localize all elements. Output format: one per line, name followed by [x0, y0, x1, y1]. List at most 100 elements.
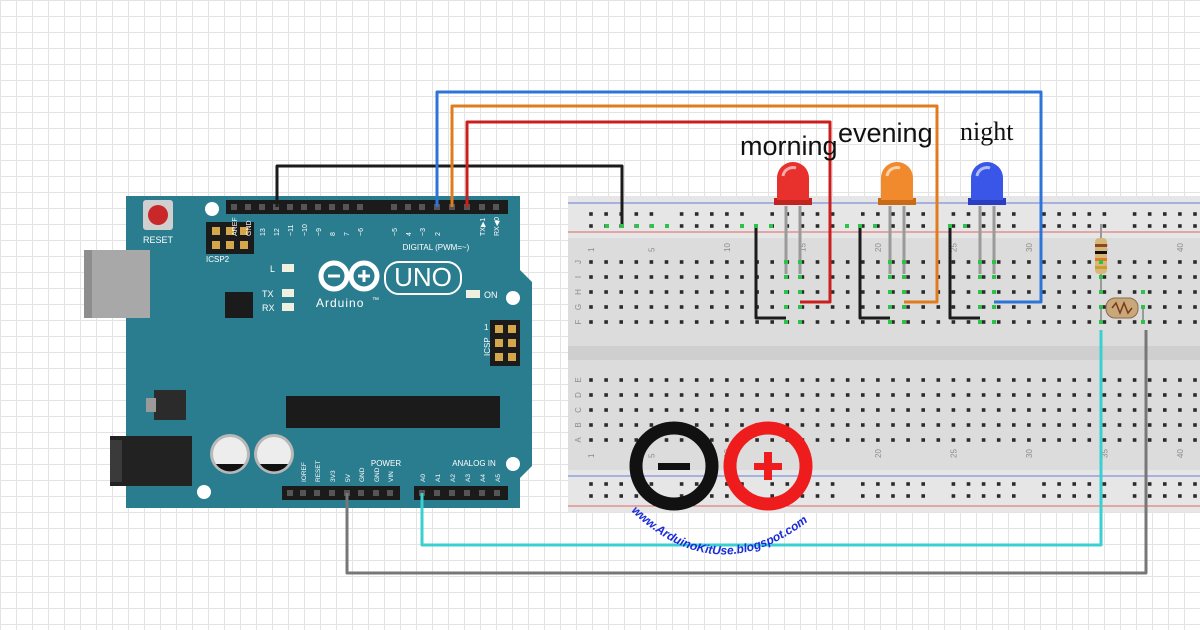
wire-a0-cyan: [420, 330, 1103, 547]
breadboard-hole: [1057, 393, 1061, 397]
breadboard-hole: [634, 305, 639, 309]
breadboard-hole: [951, 408, 956, 412]
power-pin: [314, 490, 320, 496]
active-hole: [978, 305, 982, 309]
mount-hole-2: [506, 291, 520, 305]
row-letter: G: [574, 304, 583, 310]
analog-pin: [464, 490, 470, 496]
active-hole: [798, 305, 802, 309]
active-hole: [1099, 305, 1103, 309]
digital-pin-label: AREF: [232, 217, 239, 236]
breadboard-hole: [679, 305, 684, 309]
rail-hole: [1193, 494, 1197, 498]
breadboard-hole: [1042, 438, 1046, 442]
rail-hole: [1147, 224, 1152, 228]
rail-hole: [1087, 224, 1092, 228]
column-number: 5: [647, 247, 656, 252]
led-rx: [282, 303, 294, 311]
breadboard-hole: [876, 423, 880, 427]
breadboard-hole: [906, 378, 910, 382]
breadboard-hole: [1117, 408, 1122, 412]
breadboard-hole: [1057, 408, 1061, 412]
breadboard-hole: [755, 438, 759, 442]
active-hole: [784, 290, 788, 294]
power-pin-label: 5V: [345, 473, 352, 482]
breadboard-hole: [815, 423, 820, 427]
breadboard-hole: [921, 438, 925, 442]
rail-hole: [725, 224, 729, 228]
breadboard-hole: [815, 408, 820, 412]
breadboard-hole: [951, 320, 956, 324]
active-hole: [888, 290, 892, 294]
breadboard-hole: [1163, 408, 1167, 412]
rail-hole: [604, 482, 608, 486]
digital-pin: [329, 204, 335, 210]
rail-hole: [1163, 212, 1167, 216]
plus-ring: [723, 421, 813, 511]
label-evening: evening: [838, 118, 933, 148]
rail-hole: [891, 482, 895, 486]
breadboard-hole: [1193, 438, 1197, 442]
breadboard-hole: [861, 408, 865, 412]
breadboard-hole: [1178, 275, 1182, 279]
breadboard-hole: [845, 423, 850, 427]
breadboard-hole: [876, 260, 880, 264]
digital-pin-label: 12: [274, 228, 281, 236]
active-holes: [605, 224, 1145, 324]
breadboard-hole: [1027, 305, 1031, 309]
digital-pin-label: ~9: [316, 228, 323, 236]
rail-hole: [589, 212, 593, 216]
breadboard-hole: [1012, 275, 1016, 279]
breadboard-hole: [966, 305, 971, 309]
label-morning: morning: [740, 131, 838, 161]
breadboard-hole: [634, 290, 639, 294]
active-hole: [978, 320, 982, 324]
board-pcb: [126, 196, 532, 508]
reset-label: RESET: [143, 235, 174, 245]
analog-pin: [494, 490, 500, 496]
breadboard-hole: [996, 423, 1001, 427]
breadboard-hole: [1012, 260, 1016, 264]
breadboard-hole: [1178, 260, 1182, 264]
breadboard-hole: [1163, 290, 1167, 294]
breadboard-hole: [770, 320, 774, 324]
breadboard-hole: [679, 320, 684, 324]
rail-hole: [951, 224, 956, 228]
digital-pin: [357, 204, 363, 210]
rail-hole: [815, 224, 820, 228]
active-hole: [902, 275, 906, 279]
breadboard-hole: [725, 275, 729, 279]
rail-hole: [1042, 494, 1046, 498]
digital-pin-label: 8: [330, 232, 337, 236]
rail-hole: [694, 224, 699, 228]
breadboard-hole: [845, 320, 850, 324]
digital-pin-label: 4: [406, 232, 413, 236]
breadboard-hole: [1147, 260, 1152, 264]
rail-hole: [921, 212, 925, 216]
reset-button[interactable]: [148, 205, 168, 225]
breadboard-hole: [710, 290, 714, 294]
breadboard-hole: [1117, 320, 1122, 324]
column-number: 20: [874, 243, 883, 252]
breadboard-hole: [694, 393, 699, 397]
breadboard-hole: [981, 423, 986, 427]
breadboard-hole: [1193, 275, 1197, 279]
breadboard-hole: [649, 305, 654, 309]
breadboard-hole: [891, 290, 895, 294]
breadboard-hole: [1193, 378, 1197, 382]
rail-hole: [1012, 224, 1016, 228]
rail-hole: [1102, 482, 1107, 486]
active-hole: [650, 224, 654, 228]
breadboard-hole: [634, 320, 639, 324]
rail-hole: [604, 212, 608, 216]
breadboard-hole: [1132, 408, 1137, 412]
breadboard-hole: [649, 423, 654, 427]
rail-hole: [1178, 212, 1182, 216]
plus-icon: [754, 452, 782, 480]
breadboard-hole: [815, 378, 820, 382]
breadboard-hole: [861, 393, 865, 397]
breadboard-hole: [589, 438, 593, 442]
digital-pin-label: ~3: [420, 228, 427, 236]
